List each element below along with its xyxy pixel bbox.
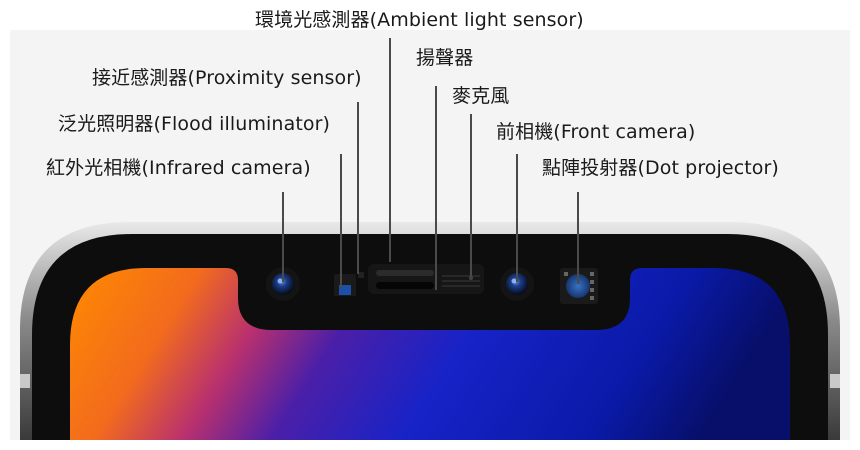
- label-microphone: 麥克風: [452, 85, 510, 107]
- label-front-camera: 前相機(Front camera): [496, 121, 696, 143]
- speaker-grille: [368, 264, 484, 294]
- label-proximity-sensor: 接近感測器(Proximity sensor): [92, 67, 362, 89]
- infrared-camera: [266, 267, 300, 301]
- label-ambient-light-sensor: 環境光感測器(Ambient light sensor): [255, 9, 584, 31]
- label-flood-illuminator: 泛光照明器(Flood illuminator): [58, 113, 331, 135]
- label-dot-projector: 點陣投射器(Dot projector): [542, 157, 779, 179]
- label-infrared-camera: 紅外光相機(Infrared camera): [46, 157, 311, 179]
- label-speaker: 揚聲器: [416, 47, 474, 69]
- microphone-hole: [469, 276, 473, 280]
- dot-projector: [560, 268, 598, 304]
- proximity-sensor: [358, 272, 364, 278]
- front-camera: [500, 267, 534, 301]
- display: [70, 268, 790, 440]
- flood-illuminator: [334, 274, 356, 296]
